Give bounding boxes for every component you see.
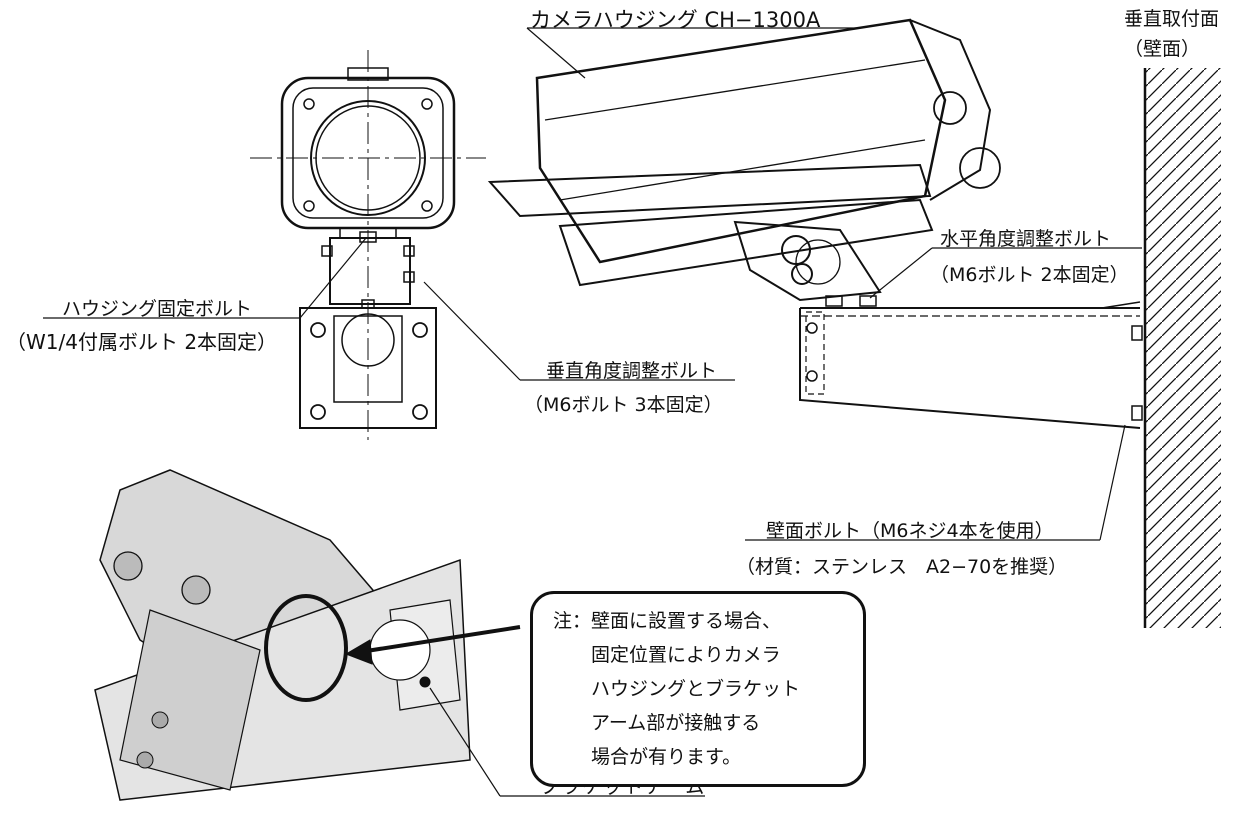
wall-bolt-label: 壁面ボルト（M6ネジ4本を使用）: [766, 520, 1054, 542]
leader-lines: [43, 27, 1142, 797]
photo-illustration: [94, 469, 521, 801]
note-line-4: アーム部が接触する: [591, 712, 761, 734]
horizontal-bolt-label: 水平角度調整ボルト: [940, 228, 1112, 250]
mount-surface-label: 垂直取付面: [1124, 8, 1220, 30]
wall-hatched: [1143, 68, 1221, 628]
note-line-3: ハウジングとブラケット: [591, 678, 801, 700]
horizontal-bolt-sublabel: （M6ボルト 2本固定）: [930, 264, 1129, 286]
front-view-housing: [250, 50, 486, 440]
note-line-1: 注：壁面に設置する場合、: [553, 610, 782, 632]
vertical-bolt-sublabel: （M6ボルト 3本固定）: [524, 394, 723, 416]
wall-bolt-sublabel: （材質：ステンレス A2−70を推奨）: [736, 556, 1068, 578]
note-callout: 注：壁面に設置する場合、 固定位置によりカメラ ハウジングとブラケット アーム部…: [530, 591, 866, 787]
mount-surface-sublabel: （壁面）: [1124, 38, 1201, 60]
housing-bolt-label: ハウジング固定ボルト: [62, 298, 253, 320]
note-line-2: 固定位置によりカメラ: [591, 644, 781, 666]
vertical-bolt-label: 垂直角度調整ボルト: [546, 360, 718, 382]
note-line-5: 場合が有ります。: [591, 746, 742, 768]
side-view-housing: [487, 18, 1143, 429]
camera-housing-label: カメラハウジング CH−1300A: [530, 8, 821, 32]
housing-bolt-sublabel: （W1/4付属ボルト 2本固定）: [6, 330, 278, 354]
